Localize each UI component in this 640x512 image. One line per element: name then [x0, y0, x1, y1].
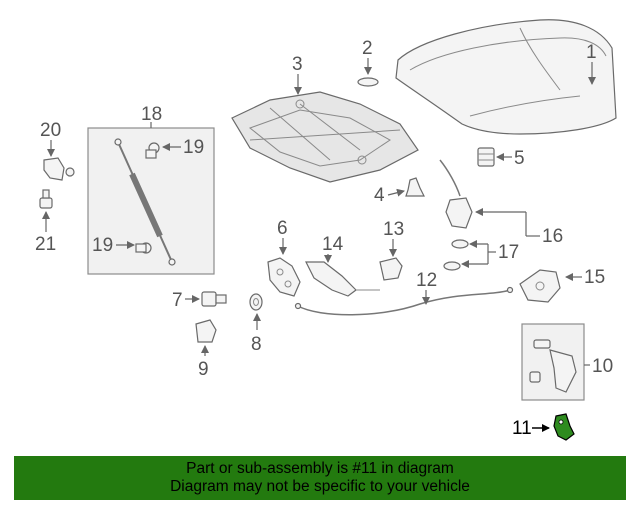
callout-9: 9: [198, 359, 209, 380]
callout-20: 20: [40, 120, 61, 141]
banner-line-1: Part or sub-assembly is #11 in diagram: [186, 460, 454, 477]
callout-21: 21: [35, 234, 56, 255]
lock-part-14: [305, 261, 380, 297]
banner-line-2: Diagram may not be specific to your vehi…: [170, 478, 470, 495]
bumper-part-4: [405, 177, 425, 197]
ball-stud-19-upper: [145, 142, 160, 159]
callout-13: 13: [383, 219, 404, 240]
callout-19-lower: 19: [92, 235, 113, 256]
callout-12: 12: [416, 270, 437, 291]
clip-part-2: [357, 77, 379, 87]
highlighted-part-11[interactable]: [553, 413, 575, 441]
latch-part-15: [519, 269, 561, 303]
callout-2: 2: [362, 38, 373, 59]
callout-18: 18: [141, 104, 162, 125]
release-handle-part-13: [379, 257, 403, 281]
callout-10: 10: [592, 356, 613, 377]
callout-8: 8: [251, 334, 262, 355]
washer-17-lower: [443, 261, 461, 271]
callout-4: 4: [374, 185, 385, 206]
ball-stud-19-lower: [135, 242, 152, 254]
callout-3: 3: [292, 54, 303, 75]
bolt-part-7: [201, 291, 227, 307]
washer-17-upper: [451, 239, 469, 249]
callout-19-upper: 19: [183, 137, 204, 158]
callout-11: 11: [512, 418, 532, 439]
lift-support-strut: [114, 138, 176, 266]
bolt-part-21: [39, 189, 53, 209]
hinge-part-6: [267, 257, 301, 297]
callout-15: 15: [584, 267, 605, 288]
washer-part-8: [249, 293, 263, 311]
cushion-part-5: [477, 147, 495, 167]
callout-7: 7: [172, 290, 183, 311]
info-banner: Part or sub-assembly is #11 in diagram D…: [14, 456, 626, 500]
latch-assembly-part-10: [529, 339, 577, 393]
hood-insulator: [231, 91, 419, 183]
grommet-part-9: [195, 319, 217, 343]
bracket-part-20: [43, 157, 75, 181]
parts-diagram: 1 2 3 4 5 18 19: [35, 19, 617, 441]
callout-6: 6: [277, 218, 288, 239]
release-cable-part-12: [294, 286, 514, 316]
hood-hinge-part-16: [439, 159, 473, 229]
callout-14: 14: [322, 234, 344, 255]
hood-panel: [395, 19, 617, 135]
callout-5: 5: [514, 148, 525, 169]
callout-1: 1: [586, 42, 597, 63]
callout-16: 16: [542, 226, 563, 247]
callout-17: 17: [498, 242, 519, 263]
